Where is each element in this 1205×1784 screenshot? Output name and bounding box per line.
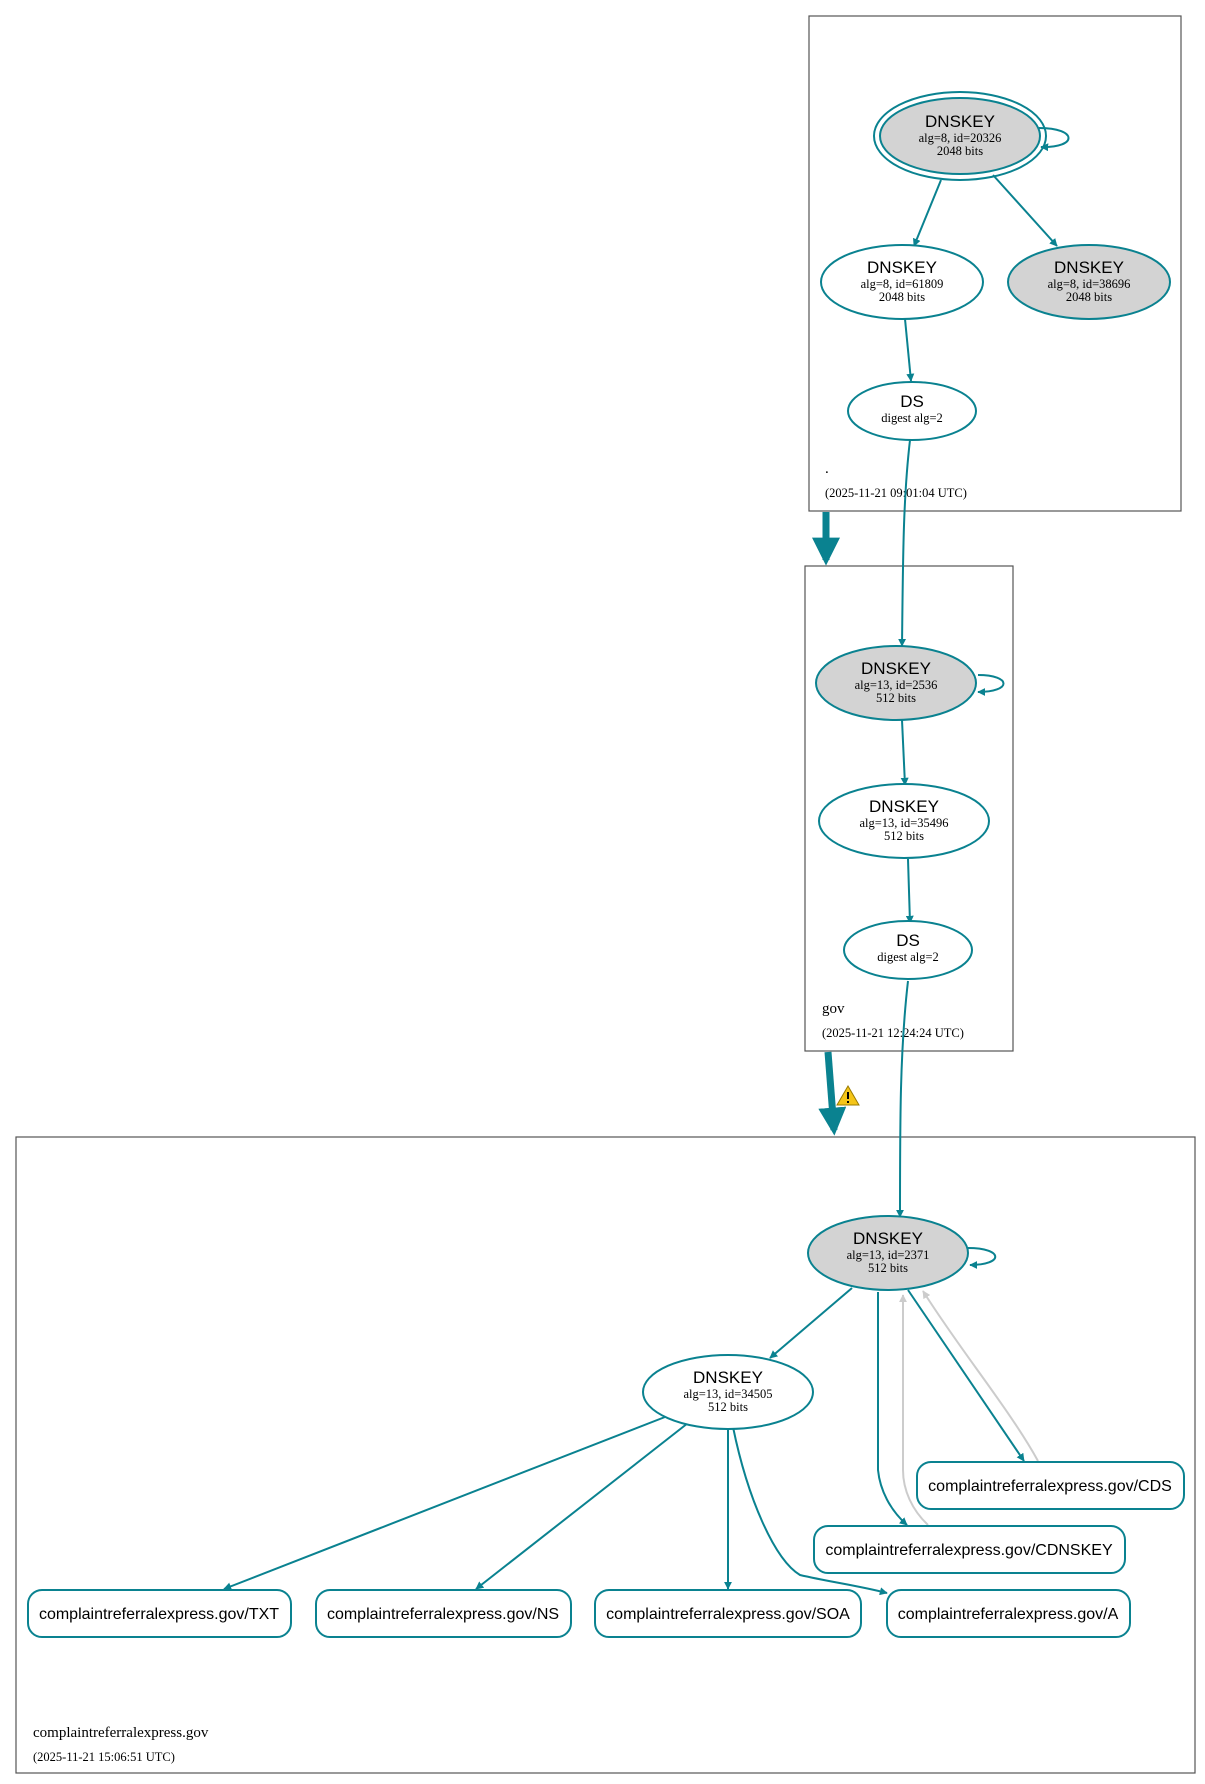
edge-root-zsk-ds (904, 318, 915, 382)
node-root-ksk-line1: alg=8, id=20326 (919, 131, 1002, 145)
node-dom-zsk-line1: alg=13, id=34505 (683, 1387, 772, 1401)
node-root-zsk-line2: 2048 bits (879, 290, 925, 304)
node-root-key3-line2: 2048 bits (1066, 290, 1112, 304)
node-dom-zsk[interactable]: DNSKEY alg=13, id=34505 512 bits (642, 1354, 814, 1430)
edge-cdnskey-dom-ksk (899, 1294, 929, 1526)
edge-root-ksk-zsk (913, 179, 942, 247)
node-dom-ksk-title: DNSKEY (853, 1229, 923, 1248)
edge-root-ksk-self (1038, 127, 1070, 152)
node-dom-ksk-line1: alg=13, id=2371 (847, 1248, 930, 1262)
node-gov-zsk-title: DNSKEY (869, 797, 939, 816)
warning-triangle-icon (836, 1085, 860, 1106)
record-ns[interactable]: complaintreferralexpress.gov/NS (315, 1589, 572, 1638)
zone-domain-timestamp: (2025-11-21 15:06:51 UTC) (33, 1750, 175, 1764)
record-cds[interactable]: complaintreferralexpress.gov/CDS (916, 1461, 1185, 1510)
node-dom-zsk-line2: 512 bits (708, 1400, 748, 1414)
delegation-arrow-gov-domain (818, 1051, 847, 1136)
record-ns-label: complaintreferralexpress.gov/NS (327, 1606, 559, 1623)
node-root-ds-title: DS (900, 392, 924, 411)
edge-dom-ksk-zsk (769, 1287, 853, 1359)
edge-cds-dom-ksk (922, 1290, 1039, 1462)
node-dom-zsk-title: DNSKEY (693, 1368, 763, 1387)
zone-gov-timestamp: (2025-11-21 12:24:24 UTC) (822, 1026, 964, 1040)
node-root-ksk-line2: 2048 bits (937, 144, 983, 158)
edge-gov-zsk-ds (905, 858, 914, 924)
record-cds-label: complaintreferralexpress.gov/CDS (928, 1478, 1172, 1495)
record-soa-label: complaintreferralexpress.gov/SOA (606, 1606, 850, 1623)
node-gov-ds-line1: digest alg=2 (877, 950, 939, 964)
record-soa[interactable]: complaintreferralexpress.gov/SOA (594, 1589, 862, 1638)
zone-gov-box (804, 565, 1014, 1052)
edge-gov-ksk-zsk (900, 719, 909, 786)
zone-root-timestamp: (2025-11-21 09:01:04 UTC) (825, 486, 967, 500)
edge-root-ds-gov-ksk (898, 439, 911, 647)
zone-domain-box (15, 1136, 1196, 1774)
node-dom-ksk-line2: 512 bits (868, 1261, 908, 1275)
zone-gov-name: gov (822, 1001, 845, 1017)
edge-dom-ksk-self (967, 1247, 997, 1269)
node-root-zsk[interactable]: DNSKEY alg=8, id=61809 2048 bits (820, 244, 984, 320)
zone-root-box (808, 15, 1182, 512)
node-root-key3[interactable]: DNSKEY alg=8, id=38696 2048 bits (1007, 244, 1171, 320)
zone-domain-name: complaintreferralexpress.gov (33, 1725, 209, 1741)
node-root-zsk-line1: alg=8, id=61809 (861, 277, 944, 291)
node-gov-ds[interactable]: DS digest alg=2 (843, 920, 973, 980)
node-root-ksk-title: DNSKEY (925, 112, 995, 131)
record-a[interactable]: complaintreferralexpress.gov/A (886, 1589, 1131, 1638)
record-cdnskey[interactable]: complaintreferralexpress.gov/CDNSKEY (813, 1525, 1126, 1574)
record-cdnskey-label: complaintreferralexpress.gov/CDNSKEY (825, 1542, 1113, 1559)
node-gov-ksk-line2: 512 bits (876, 691, 916, 705)
node-root-zsk-title: DNSKEY (867, 258, 937, 277)
edge-dom-zsk-ns (475, 1422, 689, 1590)
edge-gov-ksk-self (977, 674, 1005, 696)
edge-dom-ksk-cdnskey (876, 1292, 908, 1526)
node-gov-ksk[interactable]: DNSKEY alg=13, id=2536 512 bits (815, 645, 977, 721)
node-root-key3-title: DNSKEY (1054, 258, 1124, 277)
node-gov-zsk-line1: alg=13, id=35496 (859, 816, 948, 830)
node-gov-ksk-title: DNSKEY (861, 659, 931, 678)
node-gov-zsk-line2: 512 bits (884, 829, 924, 843)
node-root-ds[interactable]: DS digest alg=2 (847, 381, 977, 441)
node-gov-ds-title: DS (896, 931, 920, 950)
node-root-ds-line1: digest alg=2 (881, 411, 943, 425)
node-root-key3-line1: alg=8, id=38696 (1048, 277, 1131, 291)
record-txt-label: complaintreferralexpress.gov/TXT (39, 1606, 279, 1623)
record-txt[interactable]: complaintreferralexpress.gov/TXT (27, 1589, 292, 1638)
node-dom-ksk[interactable]: DNSKEY alg=13, id=2371 512 bits (807, 1215, 969, 1291)
edge-dom-zsk-a (732, 1426, 888, 1596)
edge-dom-zsk-txt (223, 1416, 666, 1591)
zone-root-name: . (825, 461, 829, 477)
edge-dom-ksk-cds (907, 1289, 1025, 1462)
node-gov-ksk-line1: alg=13, id=2536 (855, 678, 938, 692)
record-a-label: complaintreferralexpress.gov/A (898, 1606, 1119, 1623)
edge-root-ksk-key3 (992, 174, 1058, 247)
node-gov-zsk[interactable]: DNSKEY alg=13, id=35496 512 bits (818, 783, 990, 859)
node-root-ksk[interactable]: DNSKEY alg=8, id=20326 2048 bits (873, 91, 1047, 181)
edge-gov-ds-dom-ksk (896, 980, 909, 1218)
